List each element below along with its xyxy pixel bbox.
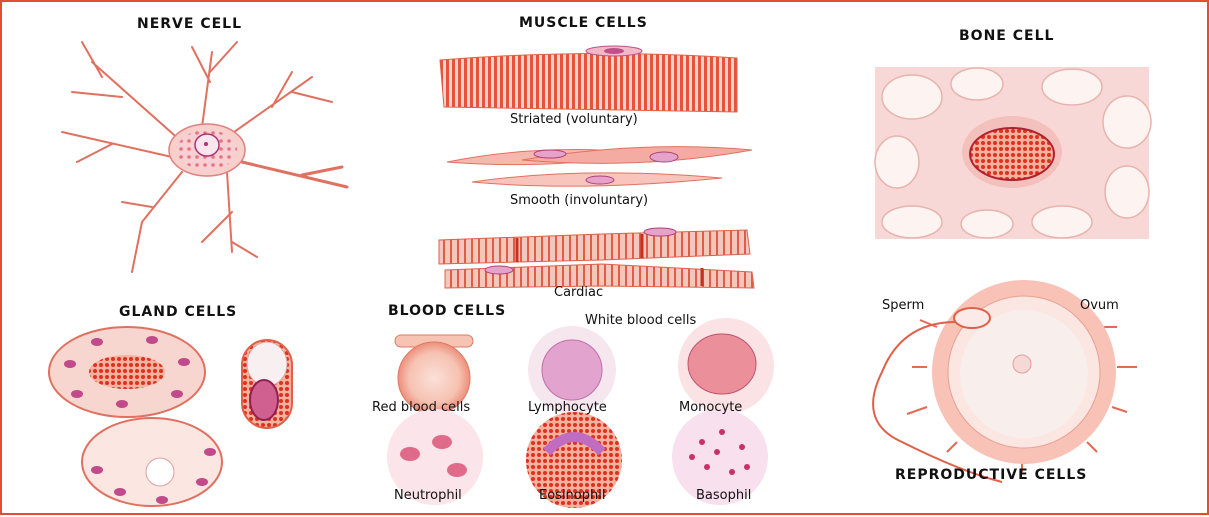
heading-bone-cell: BONE CELL [959,28,1054,44]
label-eosinophil: Eosinophil [539,488,605,503]
sperm-head [954,308,990,328]
heading-nerve-cell: NERVE CELL [137,16,242,32]
bone-cell-drawing [875,67,1151,239]
label-red-blood-cells: Red blood cells [372,400,470,415]
label-smooth: Smooth (involuntary) [510,193,648,208]
heading-reproductive-cells: REPRODUCTIVE CELLS [895,467,1087,483]
label-lymphocyte: Lymphocyte [528,400,607,415]
label-basophil: Basophil [696,488,751,503]
heading-muscle-cells: MUSCLE CELLS [519,15,648,31]
heading-blood-cells: BLOOD CELLS [388,303,506,319]
smooth-muscle-drawing [447,147,752,187]
striated-muscle-drawing [440,46,737,112]
bone-cell-nucleus [970,128,1054,180]
label-ovum: Ovum [1080,298,1119,313]
label-neutrophil: Neutrophil [394,488,462,503]
label-white-blood-cells: White blood cells [585,313,696,328]
label-striated: Striated (voluntary) [510,112,638,127]
cardiac-muscle-drawing [439,228,754,288]
label-cardiac: Cardiac [554,285,603,300]
label-monocyte: Monocyte [679,400,742,415]
gland-cells-drawing [49,327,292,506]
heading-gland-cells: GLAND CELLS [119,304,237,320]
label-sperm: Sperm [882,298,924,313]
